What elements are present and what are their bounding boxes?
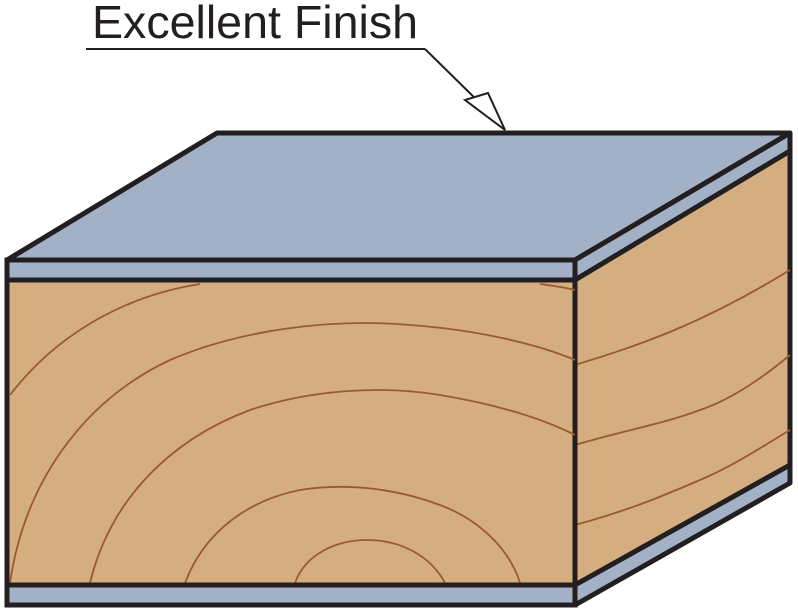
front-wood-face (4, 277, 578, 588)
side-grain-lines (574, 269, 791, 526)
callout-label: Excellent Finish (92, 0, 418, 48)
front-top-laminate-strip (4, 257, 578, 283)
front-bottom-laminate-strip (4, 582, 578, 608)
front-grain-rings (9, 283, 576, 584)
arrow-head-icon (462, 91, 506, 131)
